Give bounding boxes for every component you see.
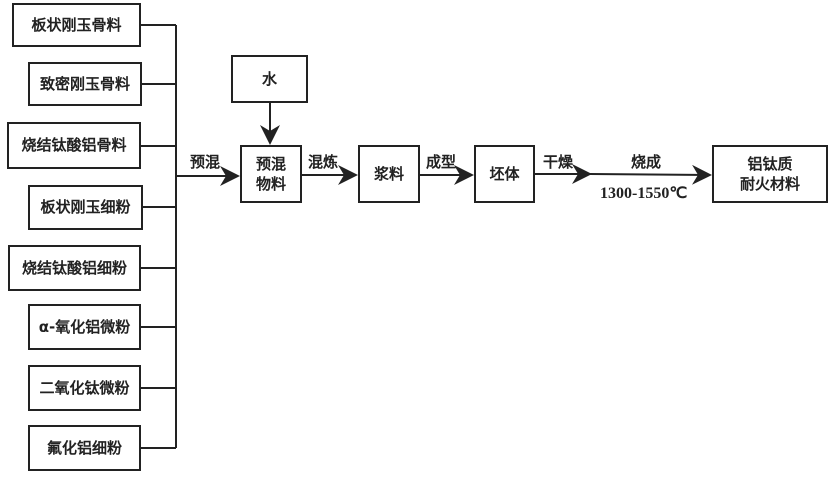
green-body-label: 坯体 [489,164,519,184]
forming-label: 成型 [426,151,456,172]
premix-label: 预混 [190,151,220,172]
input-label: 烧结钛酸铝骨料 [21,135,126,155]
input-label: 板状刚玉细粉 [40,197,130,217]
drying-label: 干燥 [543,151,573,172]
premix-box-line-1: 预混 [256,154,286,174]
input-box-4: 板状刚玉细粉 [28,185,143,230]
input-label: 致密刚玉骨料 [40,74,130,94]
premix-box-line-2: 物料 [256,174,286,194]
water-box: 水 [231,55,308,103]
input-label: 二氧化钛微粉 [39,378,129,398]
input-box-8: 氟化铝细粉 [28,425,141,471]
firing-temperature: 1300-1550℃ [600,183,687,203]
input-label: 板状刚玉骨料 [31,15,121,35]
product-line-1: 铝钛质 [747,154,792,174]
input-label: 烧结钛酸铝细粉 [22,258,127,278]
product-box: 铝钛质 耐火材料 [712,145,828,203]
water-label: 水 [262,69,277,89]
slurry-label: 浆料 [374,164,404,184]
firing-label: 烧成 [631,151,661,172]
input-box-5: 烧结钛酸铝细粉 [8,245,141,291]
input-box-2: 致密刚玉骨料 [28,62,142,106]
input-box-3: 烧结钛酸铝骨料 [7,122,141,169]
green-body-box: 坯体 [474,145,535,203]
input-label: 氟化铝细粉 [47,438,122,458]
input-label: α-氧化铝微粉 [39,317,131,337]
slurry-box: 浆料 [358,145,420,203]
input-box-6: α-氧化铝微粉 [28,304,141,350]
input-box-1: 板状刚玉骨料 [12,3,141,47]
product-line-2: 耐火材料 [740,174,800,194]
input-box-7: 二氧化钛微粉 [28,365,141,411]
premix-material-box: 预混 物料 [240,145,302,203]
mixing-label: 混炼 [308,151,338,172]
